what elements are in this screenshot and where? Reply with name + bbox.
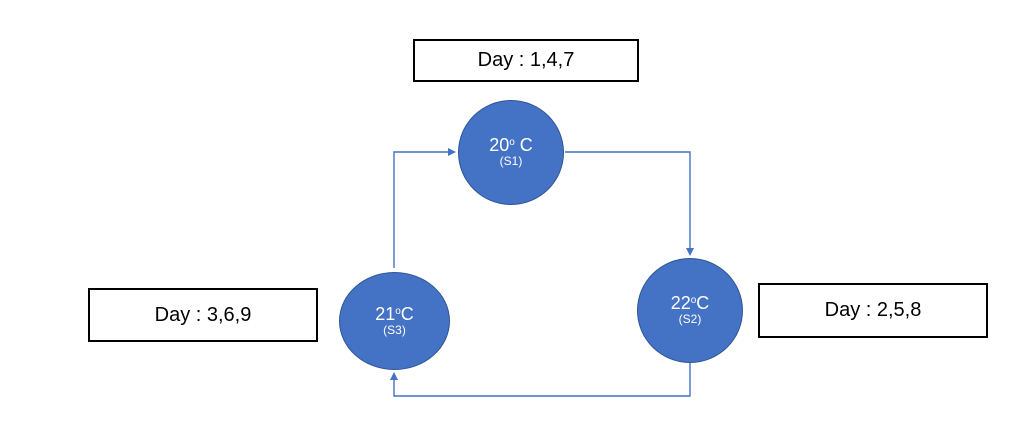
state-node-s1: 20o C (S1) [458, 100, 564, 205]
node-s2-temperature: 22oC [670, 293, 710, 314]
state-node-s2: 22oC (S2) [637, 258, 743, 363]
node-s3-state-label: (S3) [383, 322, 406, 337]
day-label-left: Day : 3,6,9 [88, 288, 318, 342]
edge-s2-to-s3-arrow [390, 362, 691, 397]
edge-s1-to-s2-arrow [565, 151, 694, 256]
node-s1-temperature: 20o C [489, 135, 533, 156]
day-label-right: Day : 2,5,8 [758, 283, 988, 338]
state-node-s3: 21oC (S3) [339, 272, 450, 370]
node-s2-state-label: (S2) [678, 312, 702, 327]
node-s3-temperature: 21oC [375, 303, 414, 324]
day-label-top: Day : 1,4,7 [413, 39, 639, 82]
edge-s3-to-s1-arrow [393, 148, 456, 268]
node-s1-state-label: (S1) [499, 154, 523, 169]
